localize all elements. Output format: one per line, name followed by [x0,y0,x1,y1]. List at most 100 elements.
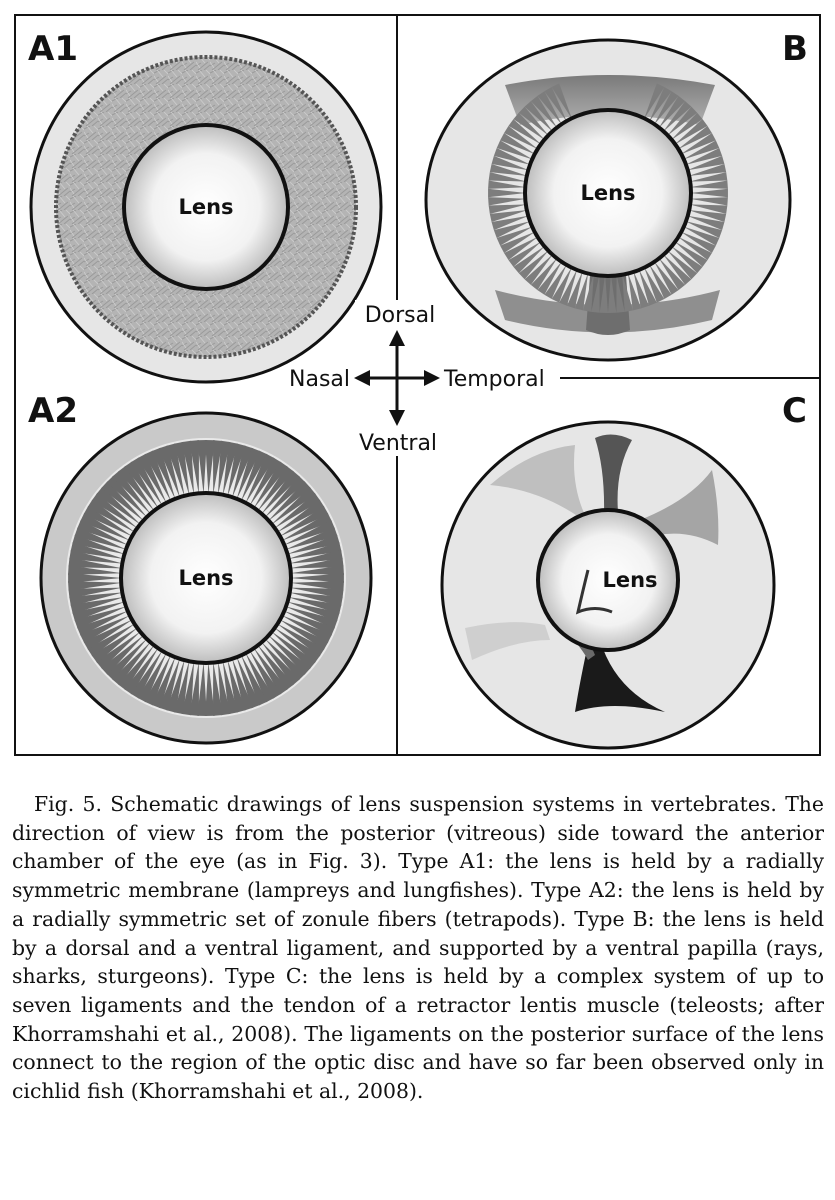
zonule-fiber [151,447,176,500]
zonule-fiber [289,557,344,569]
zonule-fiber [524,101,554,133]
zonule-fiber [504,125,539,150]
zonule-fiber [544,264,567,299]
panel-a2: Lens A2 [28,391,373,745]
zonule-fiber [276,499,325,533]
caption-text: Schematic drawings of lens suspension sy… [12,792,824,1104]
zonule-fiber [682,140,720,160]
zonule-fiber [551,266,573,303]
zonule-fiber [591,274,600,313]
panel-label-a1: A1 [28,29,78,69]
figure-number: Fig. 5. [34,792,102,816]
zonule-fiber [267,634,311,675]
zonule-fiber [231,657,254,711]
dorsonasal-ligament [490,445,590,525]
posterior-ligament [575,569,613,615]
zonule-fiber [222,441,239,496]
zonule-fiber [101,634,145,675]
zonule-fiber [689,204,728,214]
panel-c: Lens C [440,391,807,750]
zonule-fiber [124,647,159,695]
zonule-fiber [197,661,207,716]
zonule-fiber [222,660,239,715]
zonule-fiber [137,652,167,703]
zonule-fiber [245,652,275,703]
zonule-fiber [653,260,679,295]
zonule-fiber [666,106,698,137]
direction-compass: Dorsal Ventral Nasal Temporal [289,300,560,456]
zonule-fiber [682,226,720,246]
zonule-fiber [653,91,679,126]
zonule-fiber [281,512,332,541]
zonule-fiber [518,249,550,280]
zonule-fiber [83,505,133,537]
lens-label: Lens [178,566,233,590]
figure-panel: Lens A1 Lens B Lens A2 [14,14,821,756]
zonule-fiber [496,140,534,160]
zonule-fiber [264,475,306,518]
zonule-fiber [253,647,288,695]
panel-label-c: C [782,391,807,431]
zonule-fiber [101,481,145,522]
zonule-fiber [273,627,321,663]
zonule-fiber [285,606,338,629]
zonule-fiber [686,155,725,171]
zonule-fiber [68,581,123,591]
zonule-fiber [68,573,122,583]
zonule-fiber [627,272,642,311]
zonule-fiber [537,91,563,126]
zonule-fiber [688,210,727,223]
zonule-fiber [69,592,124,607]
zonule-fiber [290,573,344,583]
zonule-fiber [559,269,578,306]
zonule-fiber [261,641,300,686]
zonule-fiber [106,475,148,518]
zonule-fiber [289,581,344,591]
zonule-fiber [69,549,124,564]
zonule-fiber [643,83,665,120]
panel-a1: Lens A1 [28,29,383,384]
zonule-fiber [283,610,335,637]
zonule-fiber [117,644,155,691]
zonule-fiber [530,95,558,129]
zonule-fiber [173,660,190,715]
zonule-fiber [670,112,703,141]
zonule-fiber [70,597,125,614]
zonule-fiber [491,215,530,231]
zonule-fiber [287,597,342,614]
zonule-fiber [643,266,665,303]
zonule-fiber [493,148,531,165]
panel-label-a2: A2 [28,391,78,431]
zonule-fiber [112,641,151,686]
lens-label: Lens [602,568,657,592]
zonule-fiber [508,241,542,267]
zonule-fiber [87,499,136,533]
zonule-fiber [236,656,261,709]
zonule-fiber [80,615,131,644]
zonule-fiber [288,592,343,607]
zonule-fiber [674,241,708,267]
zonule-fiber [106,638,148,681]
zonule-fiber [77,610,129,637]
zonule-fiber [70,542,125,559]
zonule-fiber [677,236,712,261]
zonule-fiber [680,231,716,254]
zonule-fiber [276,623,325,657]
arrow-right-icon [424,370,440,386]
panel-b: Lens B [424,29,808,362]
zonule-fiber [288,549,343,564]
zonule-fiber [96,486,141,525]
zonule-fiber [181,440,195,495]
zonule-fiber [166,443,185,497]
arrow-down-icon [389,410,405,426]
lens [523,108,693,278]
zonule-fiber [166,659,185,713]
zonule-fiber [249,649,282,699]
zonule-fiber [227,443,246,497]
zonule-fiber [240,654,268,706]
zonule-fiber [96,631,141,670]
zonule-fiber [227,659,246,713]
zonule-fiber [638,269,657,306]
zonule-fiber [286,534,340,555]
zonule-fiber [130,457,163,507]
